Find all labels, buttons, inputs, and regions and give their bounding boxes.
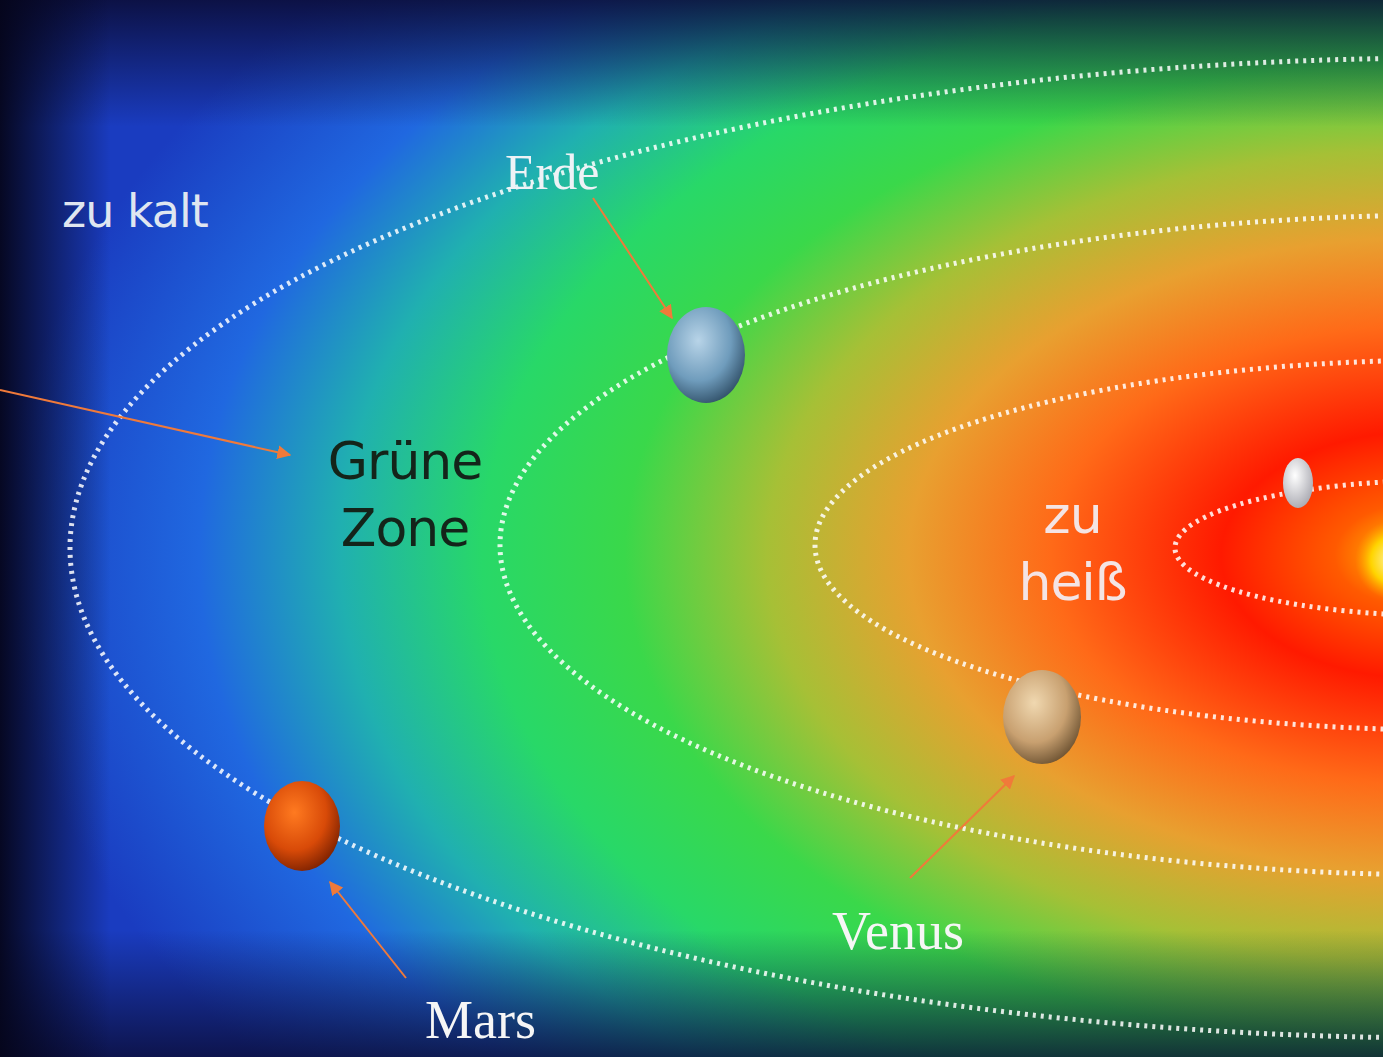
- mercury-planet: [1283, 458, 1313, 508]
- venus-planet: [1003, 670, 1081, 764]
- mercury-orbit: [1175, 480, 1383, 616]
- leader-line: [910, 776, 1014, 878]
- earth-orbit: [500, 215, 1383, 875]
- zone-label: zu kalt: [62, 182, 322, 241]
- leader-lines: [0, 198, 1014, 978]
- mars-orbit: [70, 58, 1383, 1038]
- sun: [1355, 520, 1383, 600]
- leader-line: [0, 390, 290, 455]
- leader-line: [593, 198, 672, 318]
- zone-label: zu heiß: [995, 482, 1150, 615]
- zone-label: Grüne Zone: [300, 428, 510, 561]
- planet-label: Mars: [425, 986, 575, 1055]
- planet-label: Erde: [505, 140, 645, 204]
- venus-orbit: [815, 360, 1383, 730]
- earth-planet: [667, 307, 745, 403]
- leader-line: [330, 882, 406, 978]
- orbits: [70, 58, 1383, 1038]
- planet-label: Venus: [832, 897, 1002, 966]
- mars-planet: [264, 781, 340, 871]
